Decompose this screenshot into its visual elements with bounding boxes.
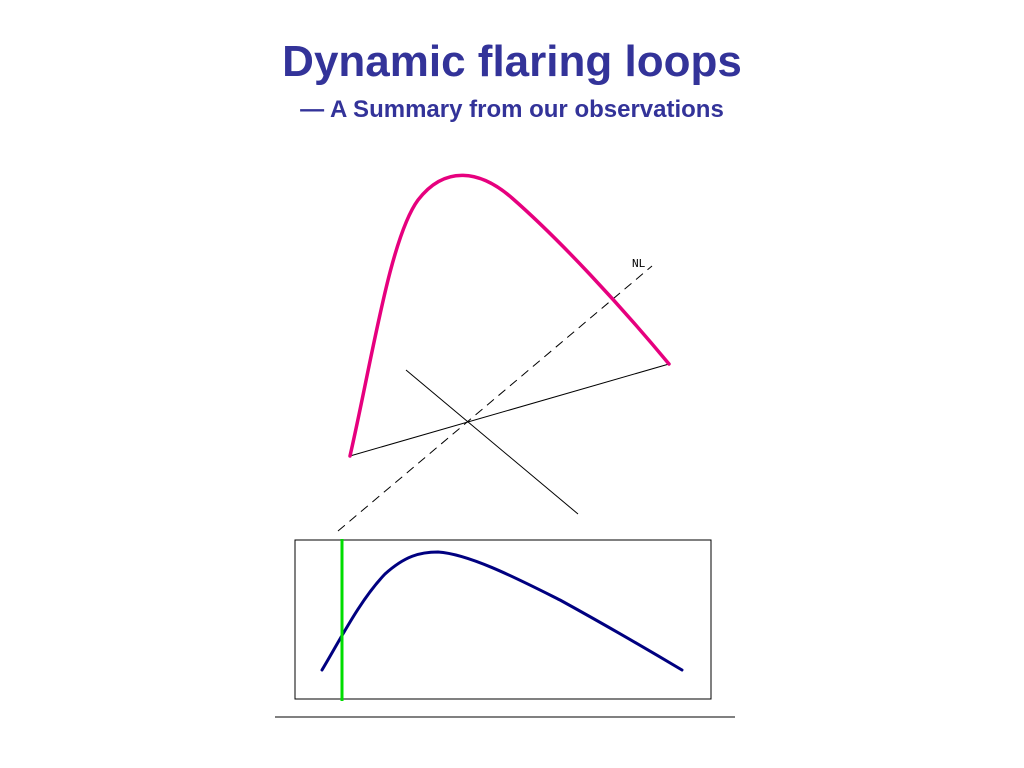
neutral-line [337,265,653,532]
loop-footpoint-line [349,363,670,457]
light-curve-panel [294,539,712,700]
flaring-loop-arc [348,173,671,458]
slide-title: Dynamic flaring loops [282,37,742,86]
light-curve [320,550,684,672]
neutral-line-label: NL [632,257,646,270]
perpendicular-line [405,369,579,515]
slide-subtitle: — A Summary from our observations [300,96,724,123]
